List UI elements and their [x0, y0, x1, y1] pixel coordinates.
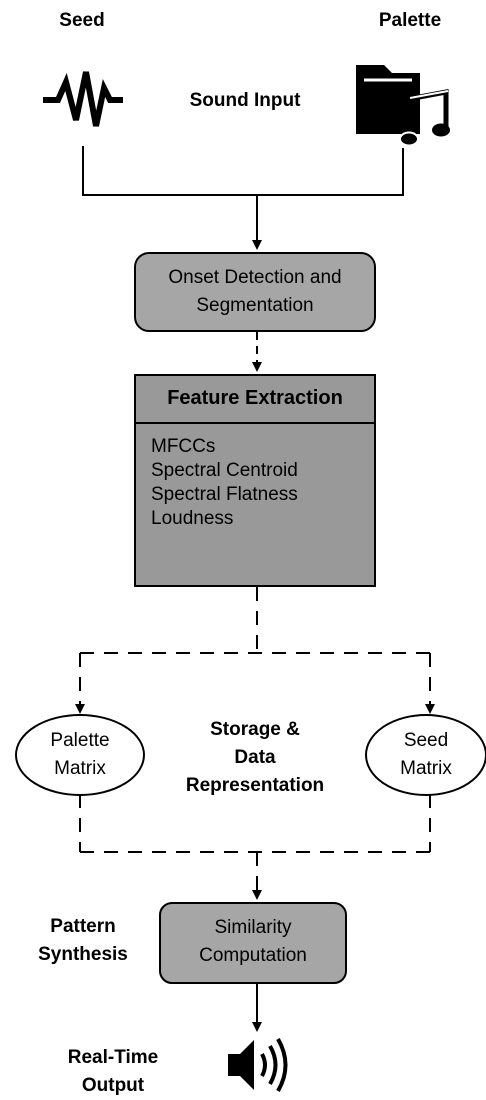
palette-matrix-line-1: Palette [50, 730, 110, 751]
feature-item: Spectral Centroid [151, 460, 298, 481]
feature-item: Spectral Flatness [151, 484, 298, 505]
seed-matrix-line-2: Matrix [400, 758, 452, 779]
similarity-line-2: Computation [199, 945, 307, 966]
pattern-synthesis-line-1: Pattern [50, 916, 116, 937]
waveform-icon [43, 71, 123, 127]
speaker-icon [228, 1038, 288, 1092]
input-connectors [82, 146, 404, 250]
feature-item: Loudness [151, 508, 234, 529]
palette-matrix-line-2: Matrix [54, 758, 106, 779]
seed-label: Seed [59, 10, 105, 31]
feature-extraction-box [134, 374, 376, 587]
palette-label: Palette [378, 10, 442, 31]
storage-label-line-3: Representation [185, 775, 325, 796]
onset-line-1: Onset Detection and [168, 267, 342, 288]
real-time-output-label: Real-Time Output [48, 1044, 178, 1100]
sound-input-label: Sound Input [189, 90, 301, 111]
storage-label: Storage & Data Representation [160, 716, 350, 800]
feature-extraction-title: Feature Extraction [167, 387, 343, 409]
palette-matrix-ellipse [15, 714, 145, 796]
similarity-line-1: Similarity [214, 917, 292, 938]
pattern-synthesis-label: Pattern Synthesis [20, 913, 146, 969]
storage-connectors [75, 587, 435, 900]
music-folder-icon [356, 65, 450, 147]
storage-label-line-1: Storage & [210, 719, 300, 740]
feature-item: MFCCs [151, 436, 216, 457]
onset-line-2: Segmentation [196, 295, 314, 316]
onset-box-text: Onset Detection and Segmentation [135, 264, 375, 320]
seed-matrix-line-1: Seed [403, 730, 449, 751]
pattern-synthesis-line-2: Synthesis [38, 944, 128, 965]
real-time-output-line-2: Output [81, 1075, 145, 1096]
similarity-computation-box [159, 902, 347, 984]
similarity-box-text: Similarity Computation [160, 914, 346, 970]
seed-matrix-text: Seed Matrix [366, 727, 486, 783]
onset-detection-box [134, 252, 376, 332]
real-time-output-line-1: Real-Time [67, 1047, 159, 1068]
palette-matrix-text: Palette Matrix [16, 727, 144, 783]
seed-matrix-ellipse [365, 714, 486, 796]
storage-label-line-2: Data [234, 747, 276, 768]
feature-list: MFCCs Spectral Centroid Spectral Flatnes… [151, 435, 298, 531]
